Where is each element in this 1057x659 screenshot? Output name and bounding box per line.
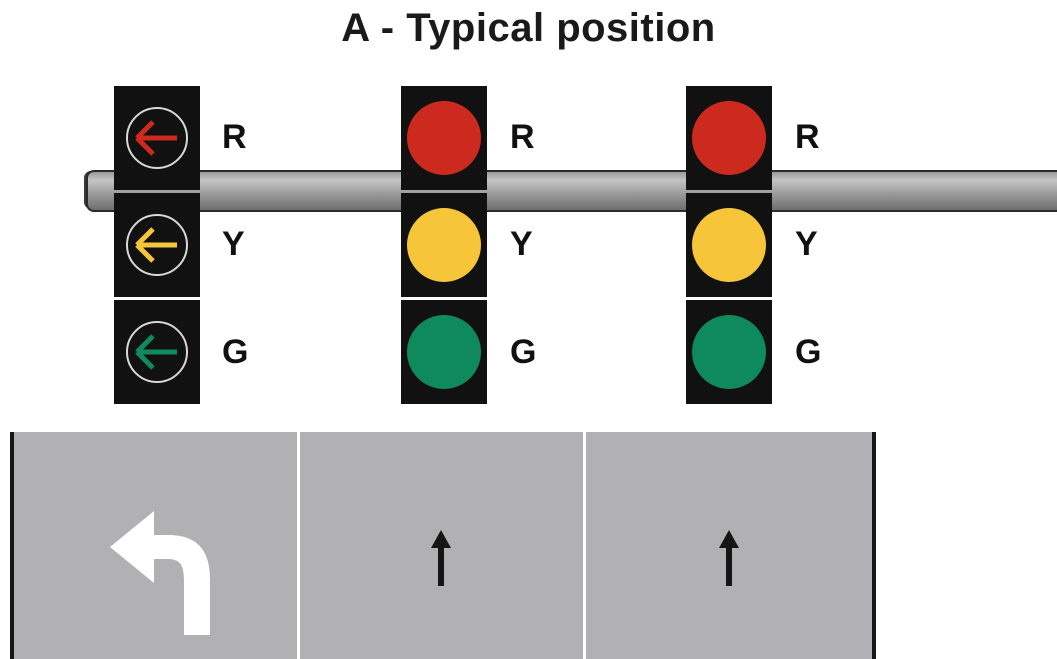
signal-2-label-r: R xyxy=(510,118,535,156)
left-arrow-icon xyxy=(135,334,177,370)
left-arrow-icon xyxy=(135,227,177,263)
signal-1-label-g: G xyxy=(222,333,249,371)
red-ball-lamp xyxy=(407,101,481,175)
signal-section-yellow xyxy=(114,193,200,297)
signal-section-green xyxy=(401,300,487,404)
through-signal-head-1 xyxy=(401,86,487,404)
left-turn-arrow-icon xyxy=(110,511,210,635)
left-arrow-icon xyxy=(135,120,177,156)
red-left-arrow-lamp xyxy=(126,107,188,169)
signal-3-label-y: Y xyxy=(795,225,818,263)
yellow-left-arrow-lamp xyxy=(126,214,188,276)
road-edge-right xyxy=(872,432,876,659)
signal-section-green xyxy=(686,300,772,404)
straight-arrow-icon xyxy=(431,530,451,586)
mast-arm-pole xyxy=(86,170,1057,212)
straight-arrow-icon xyxy=(719,530,739,586)
signal-2-label-y: Y xyxy=(510,225,533,263)
yellow-ball-lamp xyxy=(692,208,766,282)
signal-1-label-y: Y xyxy=(222,225,245,263)
through-signal-head-2 xyxy=(686,86,772,404)
signal-section-red xyxy=(114,86,200,190)
signal-section-green xyxy=(114,300,200,404)
signal-3-label-g: G xyxy=(795,333,822,371)
signal-section-yellow xyxy=(401,193,487,297)
signal-section-red xyxy=(401,86,487,190)
signal-section-yellow xyxy=(686,193,772,297)
left-turn-signal-head xyxy=(114,86,200,404)
green-ball-lamp xyxy=(407,315,481,389)
green-ball-lamp xyxy=(692,315,766,389)
diagram-title: A - Typical position xyxy=(341,6,716,50)
green-left-arrow-lamp xyxy=(126,321,188,383)
signal-2-label-g: G xyxy=(510,333,537,371)
lane-divider xyxy=(583,432,586,659)
road-edge-left xyxy=(10,432,14,659)
roadway xyxy=(10,432,876,659)
red-ball-lamp xyxy=(692,101,766,175)
lane-divider xyxy=(297,432,300,659)
signal-3-label-r: R xyxy=(795,118,820,156)
yellow-ball-lamp xyxy=(407,208,481,282)
signal-1-label-r: R xyxy=(222,118,247,156)
signal-section-red xyxy=(686,86,772,190)
